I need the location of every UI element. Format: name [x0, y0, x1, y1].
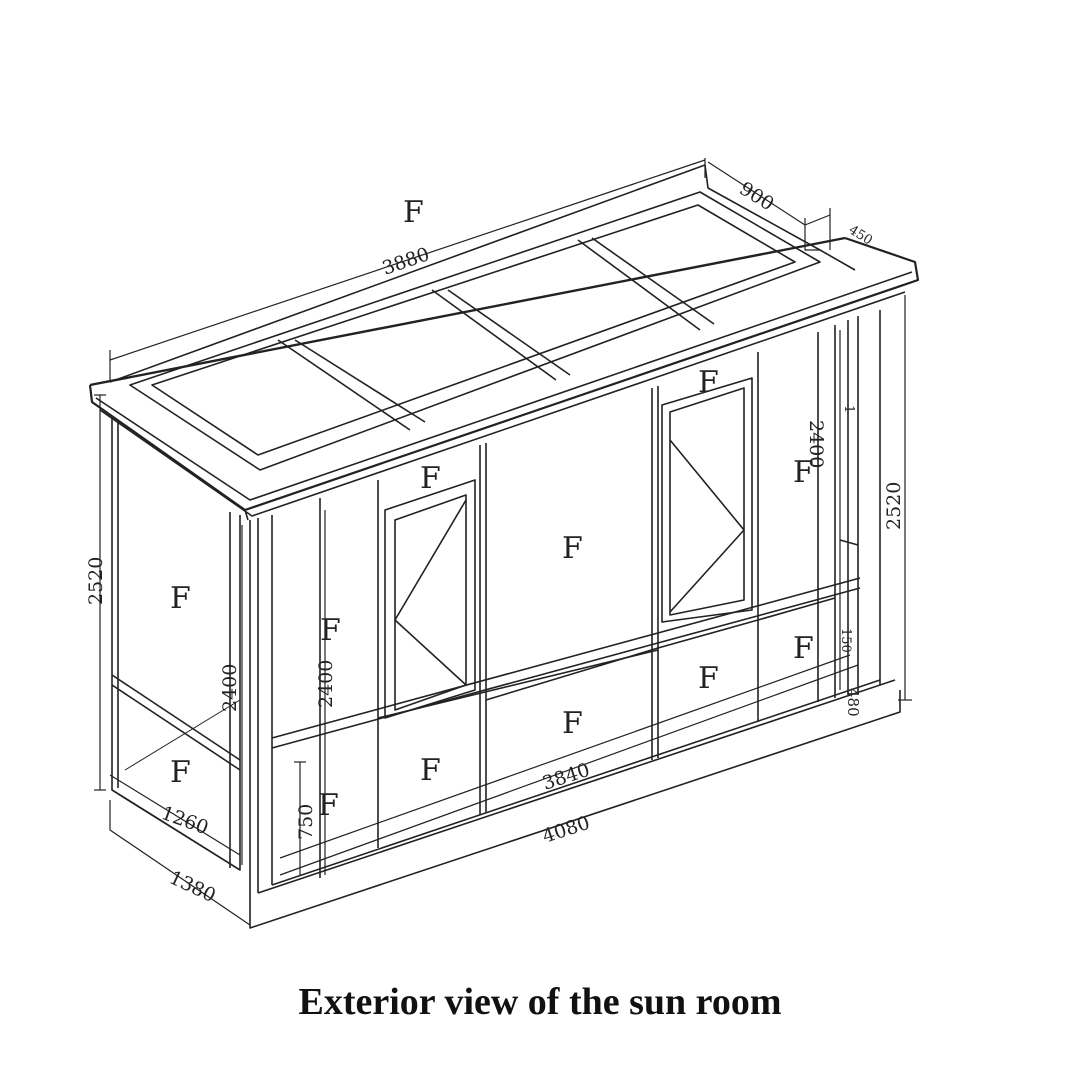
dim-top-small: 450: [846, 223, 875, 249]
dim-front-outer-length: 4080: [540, 812, 593, 848]
panel-label-roof: F: [403, 195, 424, 230]
dim-right-inner-height: 2400: [805, 420, 827, 468]
panel-label-front-left: F: [320, 613, 341, 648]
panel-label-front-right: F: [793, 455, 814, 490]
front-wall: [249, 295, 912, 929]
dim-right-height: 2520: [883, 482, 905, 530]
dim-front-inner-height: 2400: [315, 660, 337, 708]
dim-lower-height: 750: [295, 804, 317, 840]
panel-label-lower-center: F: [562, 706, 583, 741]
panel-label-lower-door2: F: [698, 661, 719, 696]
panel-label-front-center: F: [562, 531, 583, 566]
panel-label-lower-right: F: [793, 631, 814, 666]
dim-left-inner-height: 2400: [219, 664, 241, 712]
dim-right-small-a: 480: [844, 688, 862, 717]
panel-label-door2-top: F: [698, 365, 719, 400]
dim-right-small-b: 150: [838, 628, 853, 653]
dimension-labels: 3880 900 450 2520 2400 2400 2400 2520 12…: [85, 178, 905, 907]
roof: [88, 158, 920, 521]
dim-left-depth-inner: 1260: [158, 802, 211, 839]
panel-label-lower-far-left: F: [318, 788, 339, 823]
panel-labels: F F F F F F F F F F F F F: [170, 195, 814, 823]
panel-label-lower-left: F: [420, 753, 441, 788]
dim-right-small-c: 1: [841, 405, 856, 413]
panel-label-left-upper: F: [170, 581, 191, 616]
panel-label-left-lower: F: [170, 755, 191, 790]
left-wall: [94, 394, 251, 926]
dim-left-height: 2520: [85, 557, 107, 605]
caption: Exterior view of the sun room: [298, 981, 782, 1023]
panel-label-door1-top: F: [420, 461, 441, 496]
sun-room-drawing: F F F F F F F F F F F F F 3880 900 450 2…: [85, 158, 920, 929]
dim-left-depth-outer: 1380: [166, 867, 219, 907]
